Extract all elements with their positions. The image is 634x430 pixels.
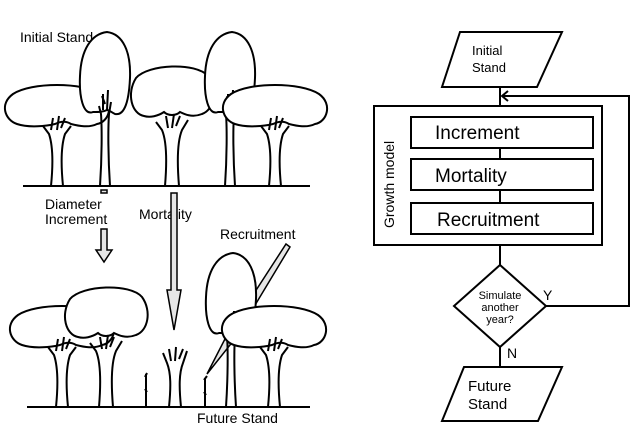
initial-stand-node-line1: Initial <box>472 43 502 58</box>
mortality-step-label: Mortality <box>435 166 507 187</box>
mortality-process-label: Mortality <box>139 206 192 222</box>
seedling-icon <box>144 372 148 407</box>
future-stand-scene: Future Stand <box>8 252 328 426</box>
tree-icon <box>78 31 132 187</box>
diameter-label: Diameter <box>45 196 102 212</box>
seedling-icon <box>203 375 208 407</box>
future-stand-node-line2: Stand <box>468 396 507 413</box>
growth-model-label: Growth model <box>381 141 397 228</box>
initial-stand-scene: Initial Stand <box>3 29 329 187</box>
increment-label: Increment <box>45 211 107 227</box>
decision-line3: year? <box>486 314 514 326</box>
tree-icon <box>220 305 328 408</box>
recruitment-step-label: Recruitment <box>437 210 540 231</box>
increment-step-label: Increment <box>435 123 520 144</box>
recruitment-step <box>410 202 594 235</box>
no-label: N <box>507 345 517 361</box>
arrow-tail-icon <box>100 189 108 194</box>
future-stand-node-line1: Future <box>468 378 511 395</box>
dead-tree-icon <box>162 346 188 408</box>
initial-stand-node <box>440 31 564 88</box>
loop-arrowhead-icon <box>500 90 509 102</box>
initial-stand-label: Initial Stand <box>20 29 93 45</box>
mortality-arrow-icon <box>166 192 182 331</box>
growth-flowchart: Initial Stand Growth model Increment Mor… <box>373 31 630 422</box>
loop-back-line <box>502 95 630 307</box>
mortality-step <box>410 158 594 191</box>
recruitment-process-label: Recruitment <box>220 226 296 242</box>
tree-icon <box>129 65 215 187</box>
future-stand-label: Future Stand <box>197 410 278 426</box>
growth-model-group <box>373 105 603 246</box>
diameter-increment-arrow-icon <box>94 228 114 264</box>
decision-line1: Simulate <box>479 290 522 302</box>
initial-stand-node-line2: Stand <box>472 60 506 75</box>
tree-icon <box>63 286 149 408</box>
tree-icon <box>221 84 329 187</box>
increment-step <box>410 116 594 149</box>
future-stand-node <box>440 366 564 422</box>
decision-line2: another <box>481 302 519 314</box>
yes-label: Y <box>543 287 553 303</box>
